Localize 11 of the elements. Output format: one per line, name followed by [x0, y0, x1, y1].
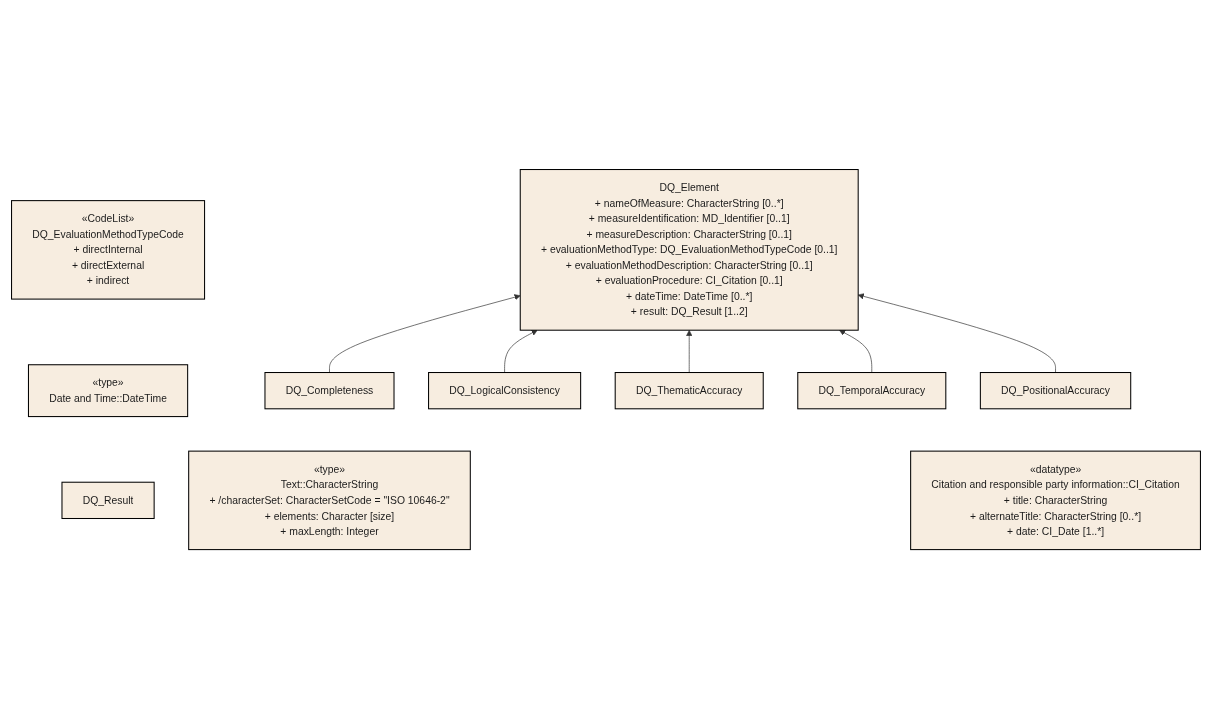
node-box: DQ_TemporalAccuracy [797, 371, 947, 410]
node-box: DQ_Completeness [264, 371, 395, 410]
node-box: «type» Date and Time::DateTime [27, 364, 189, 418]
node-box: DQ_PositionalAccuracy [979, 371, 1132, 410]
node-box: DQ_Element + nameOfMeasure: CharacterString [0..*] + measureIdentification: MD_Identifier [0..1] + measureDescription: CharacterString [0..1] + evaluationMethodType: DQ_EvaluationMethodTypeCode [0..1] + evaluationMethodDescription: CharacterString [0..1] + evaluationProcedure: CI_Citation [0..1] + dateTime: DateTime [0..*] + result: DQ_Result [1..2] [519, 168, 859, 331]
node-box: DQ_ThematicAccuracy [614, 371, 764, 410]
node-box: DQ_LogicalConsistency [428, 371, 582, 410]
node-box: «type» Text::CharacterString + /characterSet: CharacterSetCode = "ISO 10646-2" + elements: Character [size] + maxLength: Integer [188, 450, 471, 551]
node-box: «CodeList» DQ_EvaluationMethodTypeCode + directInternal + directExternal + indirect [11, 200, 206, 300]
node-box: DQ_Result [61, 481, 155, 519]
node-box: «datatype» Citation and responsible party information::CI_Citation + title: CharacterString + alternateTitle: CharacterString [0..*] + date: CI_Date [1..*] [910, 450, 1201, 551]
